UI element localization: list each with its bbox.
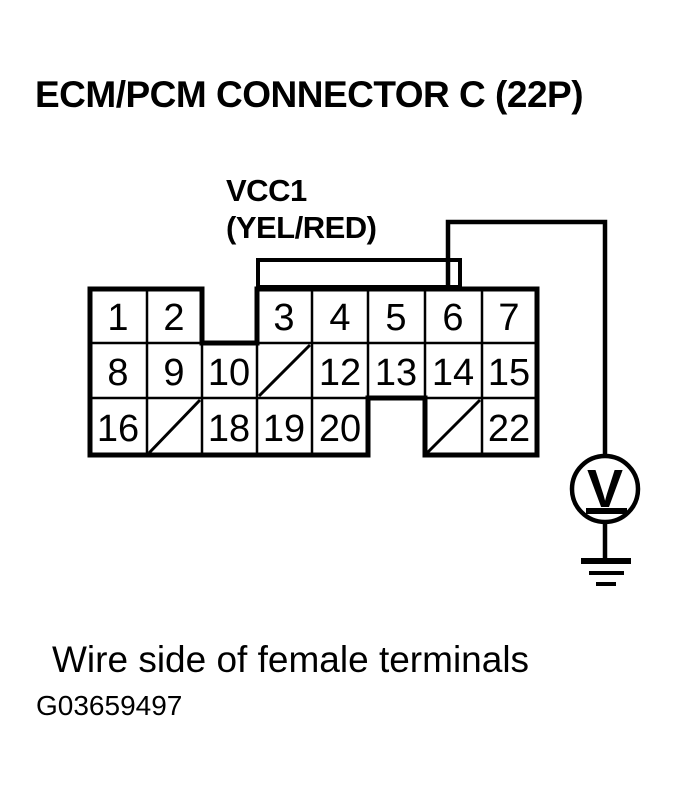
pin-label-13: 13 [375,352,417,394]
connector-grid [90,289,537,455]
wire-signal-name: VCC1 [226,173,307,208]
empty-cell-slash [425,398,482,455]
pin-label-14: 14 [432,352,474,394]
pin-label-22: 22 [488,408,530,450]
signal-wire [445,219,608,456]
pin-label-8: 8 [107,352,128,394]
pin-label-16: 16 [97,408,139,450]
empty-cell-slash [147,398,202,455]
pin-label-2: 2 [163,297,184,339]
caption: Wire side of female terminals [52,639,530,680]
pin-label-6: 6 [442,297,463,339]
empty-cell-slash [257,343,312,398]
pin-label-5: 5 [385,297,406,339]
pin-label-4: 4 [329,297,350,339]
pin-label-20: 20 [319,408,361,450]
pin-label-7: 7 [498,297,519,339]
pin-label-9: 9 [163,352,184,394]
wire-label: VCC1 (YEL/RED) [226,172,377,246]
probe-bracket [256,258,462,289]
pin-label-3: 3 [273,297,294,339]
diagram-title: ECM/PCM CONNECTOR C (22P) [35,74,584,115]
pin-label-18: 18 [208,408,250,450]
pin-label-1: 1 [107,297,128,339]
pin-numbers: 1 2 3 4 5 6 7 8 9 10 12 13 14 15 16 18 1… [97,297,530,450]
pin-label-19: 19 [263,408,305,450]
voltmeter-icon: V [569,453,641,525]
pin-label-12: 12 [319,352,361,394]
pin-label-10: 10 [208,352,250,394]
wire-color-code: (YEL/RED) [226,210,377,245]
ground-icon [581,522,631,586]
pin-label-15: 15 [488,352,530,394]
figure-id: G03659497 [36,690,183,721]
